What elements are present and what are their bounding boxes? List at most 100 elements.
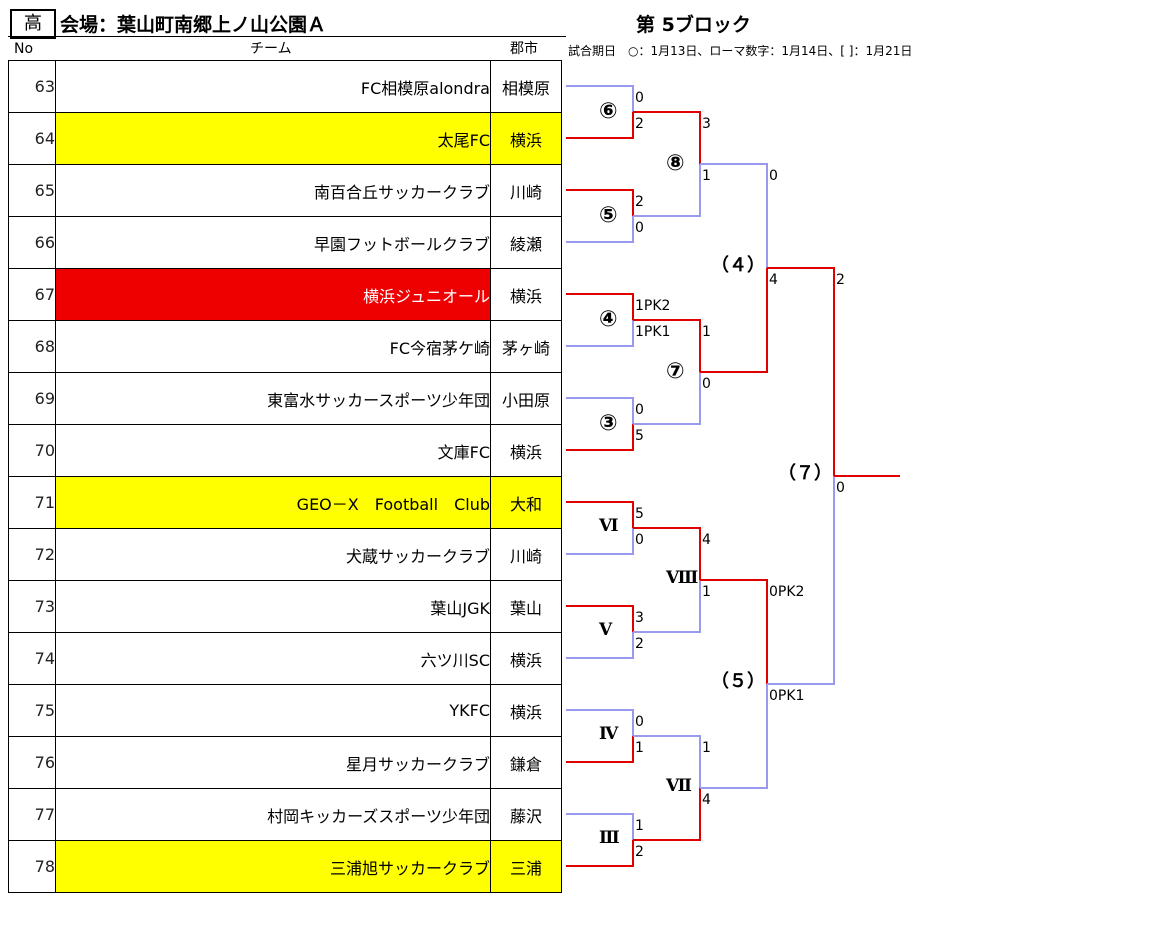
- score-bottom: 0: [635, 532, 644, 548]
- team-no: 65: [8, 164, 56, 217]
- bracket-line: [633, 527, 701, 580]
- team-no: 73: [8, 580, 56, 633]
- team-name: 三浦旭サッカークラブ: [55, 840, 491, 893]
- bracket-line: [633, 580, 701, 633]
- team-name: 村岡キッカーズスポーツ少年団: [55, 788, 491, 841]
- bracket-line: [700, 268, 768, 373]
- team-name: 文庫FC: [55, 424, 491, 477]
- team-city: 鎌倉: [490, 736, 562, 789]
- venue-title: 会場：葉山町南郷上ノ山公園Ａ: [60, 14, 327, 36]
- score-top: 2: [836, 272, 845, 288]
- match-number: （４）: [711, 255, 765, 276]
- score-top: 3: [702, 116, 711, 132]
- score-top: 2: [635, 194, 644, 210]
- team-name: 東富水サッカースポーツ少年団: [55, 372, 491, 425]
- bracket-line: [700, 579, 768, 684]
- score-bottom: 1: [702, 168, 711, 184]
- score-bottom: 0PK1: [769, 688, 805, 704]
- score-bottom: 0: [836, 480, 845, 496]
- team-city: 横浜: [490, 112, 562, 165]
- match-number: ⑦: [666, 359, 685, 384]
- col-header-city: 郡市: [510, 41, 538, 57]
- bracket-line: [566, 736, 634, 763]
- col-header-no: No: [14, 41, 34, 57]
- team-city: 葉山: [490, 580, 562, 633]
- bracket-line: [633, 372, 701, 425]
- score-bottom: 1PK1: [635, 324, 671, 340]
- bracket-line: [566, 501, 634, 528]
- score-bottom: 2: [635, 844, 644, 860]
- bracket-line: [566, 605, 634, 632]
- team-name: FC今宿茅ケ崎: [55, 320, 491, 373]
- score-top: 1: [702, 740, 711, 756]
- team-name: 南百合丘サッカークラブ: [55, 164, 491, 217]
- team-city: 川崎: [490, 528, 562, 581]
- bracket-line: [566, 112, 634, 139]
- bracket-line: [566, 85, 634, 112]
- bracket-line: [767, 267, 835, 476]
- score-top: 1: [635, 818, 644, 834]
- team-no: 78: [8, 840, 56, 893]
- team-no: 77: [8, 788, 56, 841]
- team-city: 横浜: [490, 684, 562, 737]
- team-no: 74: [8, 632, 56, 685]
- schedule-note: 試合期日 ○：1月13日、ローマ数字：1月14日、[ ]：1月21日: [568, 44, 913, 58]
- team-name: 早園フットボールクラブ: [55, 216, 491, 269]
- bracket-line: [700, 684, 768, 789]
- bracket-line: [566, 528, 634, 555]
- match-number: ④: [599, 307, 618, 332]
- team-no: 66: [8, 216, 56, 269]
- match-number: Ⅷ: [666, 568, 699, 588]
- bracket-line: [633, 111, 701, 164]
- score-top: 4: [702, 532, 711, 548]
- bracket-line: [566, 632, 634, 659]
- bracket-line: [767, 476, 835, 685]
- match-number: Ⅳ: [599, 724, 619, 744]
- team-name: 犬蔵サッカークラブ: [55, 528, 491, 581]
- team-no: 70: [8, 424, 56, 477]
- bracket-line: [633, 319, 701, 372]
- bracket-line: [566, 709, 634, 736]
- score-top: 0: [635, 90, 644, 106]
- bracket-line: [633, 788, 701, 841]
- match-number: Ⅴ: [599, 620, 613, 640]
- bracket-line: [633, 164, 701, 217]
- score-bottom: 2: [635, 116, 644, 132]
- team-city: 三浦: [490, 840, 562, 893]
- score-bottom: 0: [702, 376, 711, 392]
- bracket-line: [566, 397, 634, 424]
- score-top: 0PK2: [769, 584, 805, 600]
- bracket-line: [566, 293, 634, 320]
- header-rule-top: [8, 36, 566, 37]
- score-bottom: 5: [635, 428, 644, 444]
- bracket-line: [633, 735, 701, 788]
- score-top: 0: [769, 168, 778, 184]
- score-top: 1PK2: [635, 298, 671, 314]
- match-number: Ⅵ: [599, 516, 619, 536]
- team-city: 綾瀬: [490, 216, 562, 269]
- team-city: 横浜: [490, 268, 562, 321]
- team-no: 68: [8, 320, 56, 373]
- match-number: Ⅲ: [599, 828, 620, 848]
- team-name: 六ツ川SC: [55, 632, 491, 685]
- team-no: 72: [8, 528, 56, 581]
- score-bottom: 2: [635, 636, 644, 652]
- match-number: ⑤: [599, 203, 618, 228]
- team-city: 横浜: [490, 424, 562, 477]
- bracket-line: [566, 216, 634, 243]
- team-name: YKFC: [55, 684, 491, 737]
- match-number: （５）: [711, 671, 765, 692]
